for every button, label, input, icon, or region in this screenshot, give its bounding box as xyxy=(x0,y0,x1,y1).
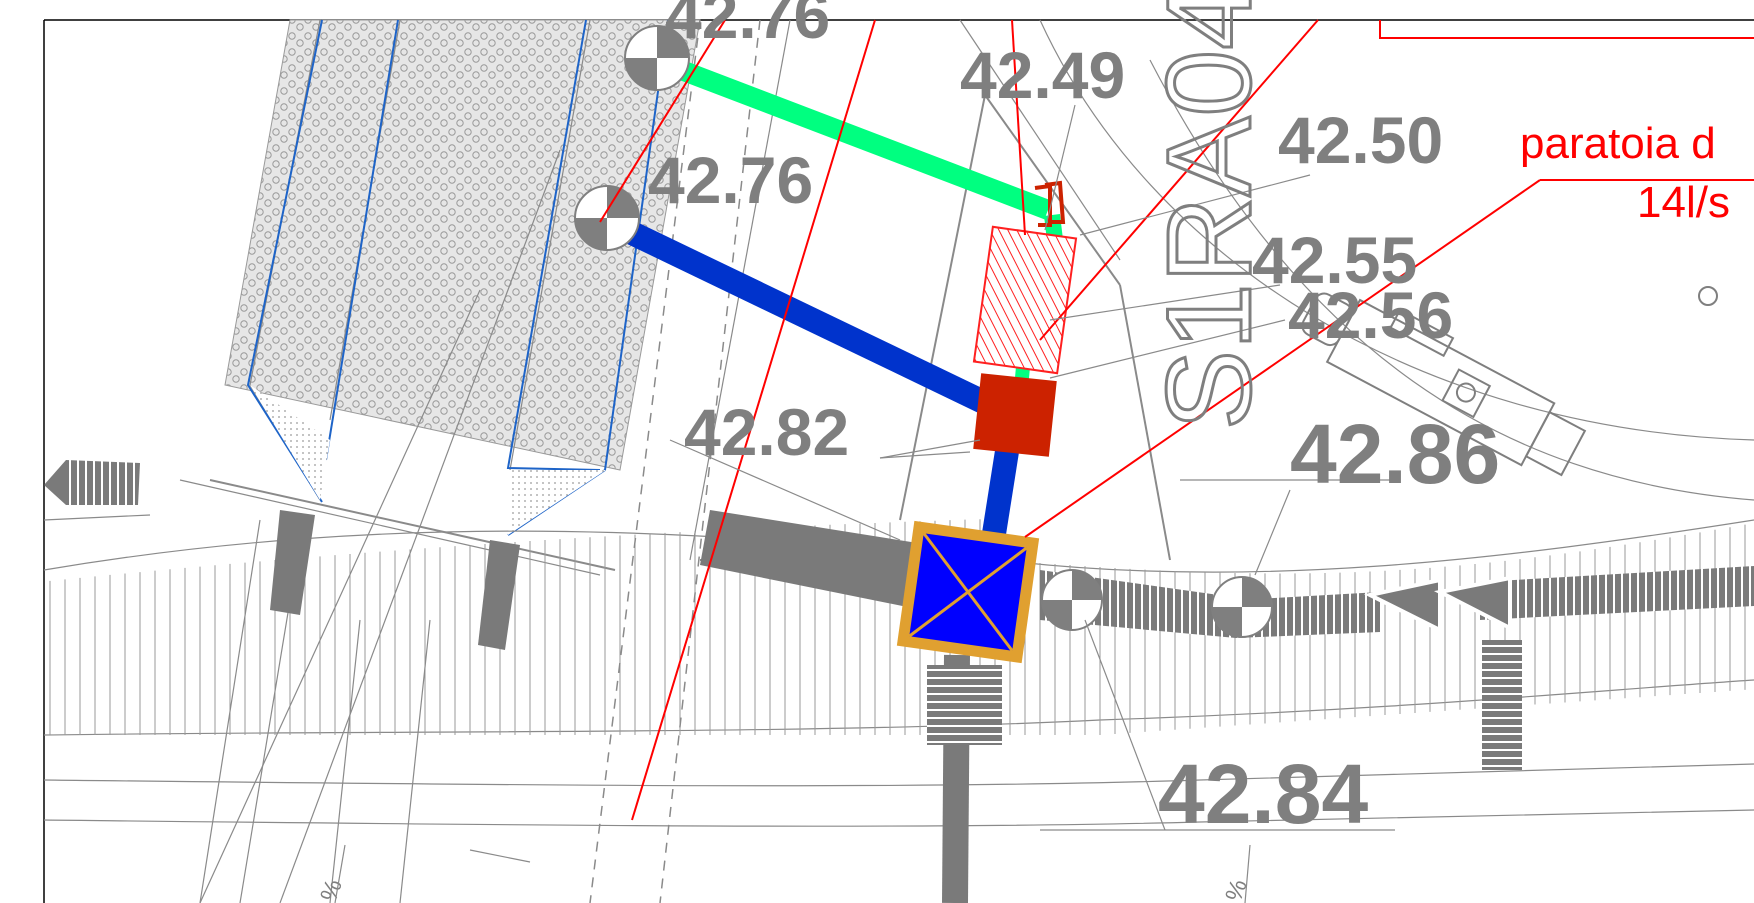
red-note-line2: 14l/s xyxy=(1637,178,1730,227)
elevation-42-86: 42.86 xyxy=(1290,407,1500,501)
slope-mark-left: % xyxy=(315,876,348,903)
road-linework xyxy=(43,19,1754,827)
red-leaders xyxy=(599,19,1754,821)
slope-marks: % % xyxy=(315,844,1253,903)
elevation-labels: 42.76 42.49 42.50 42.76 42.55 42.56 42.8… xyxy=(648,0,1500,841)
red-note-line1: paratoia d xyxy=(1520,119,1716,168)
gray-pipes xyxy=(44,460,1754,903)
hatched-tank xyxy=(972,225,1078,375)
elevation-42-84: 42.84 xyxy=(1158,747,1368,841)
red-box xyxy=(973,373,1057,457)
manhole xyxy=(896,520,1040,664)
machine-outline xyxy=(1301,292,1587,477)
red-fitting xyxy=(1034,180,1066,227)
slope-mark-right: % xyxy=(1220,876,1253,903)
flow-arrows xyxy=(1364,575,1512,634)
elevation-42-56: 42.56 xyxy=(1288,278,1453,352)
structure-code-label: S1RA04 xyxy=(1142,0,1276,430)
gravel-trench xyxy=(224,19,701,536)
elevation-42-49: 42.49 xyxy=(960,38,1125,112)
small-circle-marker xyxy=(1698,286,1718,306)
elevation-42-82: 42.82 xyxy=(684,395,849,469)
elevation-leaders xyxy=(669,104,1311,831)
blue-pipe xyxy=(599,209,1020,542)
elevation-42-50: 42.50 xyxy=(1278,103,1443,177)
point-markers xyxy=(574,25,1273,638)
elevation-42-76: 42.76 xyxy=(648,143,813,217)
elevation-top-cut: 42.76 xyxy=(665,0,830,52)
red-note: paratoia d 14l/s xyxy=(1520,119,1730,227)
elevation-42-55: 42.55 xyxy=(1252,223,1417,297)
misc-lines xyxy=(199,19,1395,903)
